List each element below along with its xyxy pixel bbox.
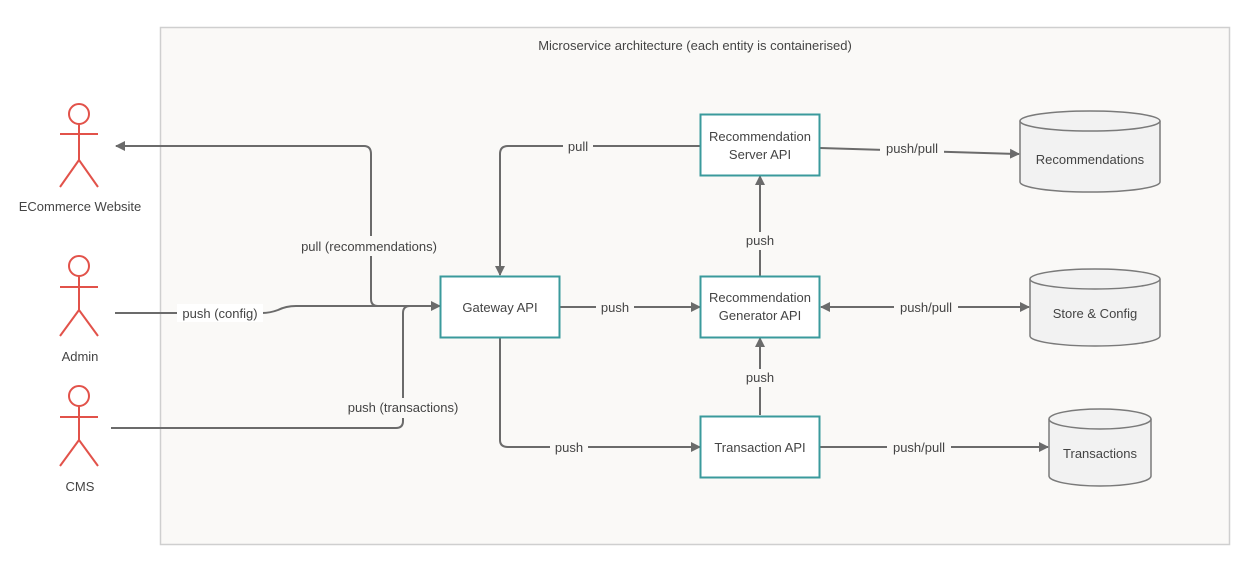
- label-gateway-generator: push: [601, 300, 629, 315]
- actor-admin[interactable]: Admin: [59, 255, 99, 364]
- label-push-config: push (config): [182, 306, 257, 321]
- edge-labels: pull (recommendations) push (config) pus…: [177, 137, 958, 456]
- actor-ecommerce-icon: [59, 103, 99, 188]
- label-gateway-transaction: push: [555, 440, 583, 455]
- edge-push-config: [115, 301, 441, 314]
- edge-server-gateway: [495, 145, 700, 276]
- service-rec-generator[interactable]: Recommendation Generator API: [699, 275, 821, 339]
- actor-ecommerce-label: ECommerce Website: [19, 199, 142, 214]
- actor-admin-label: Admin: [62, 349, 99, 364]
- transaction-label: Transaction API: [714, 440, 805, 455]
- db-transactions-label: Transactions: [1063, 446, 1137, 461]
- db-transactions[interactable]: Transactions: [1048, 408, 1152, 487]
- db-store-config[interactable]: Store & Config: [1029, 268, 1161, 347]
- db-recommendations[interactable]: Recommendations: [1019, 110, 1161, 193]
- rec-generator-label-line2: Generator API: [719, 308, 801, 323]
- actor-cms-icon: [59, 385, 99, 467]
- label-push-transactions: push (transactions): [348, 400, 459, 415]
- rec-server-label-line2: Server API: [729, 147, 791, 162]
- actor-ecommerce[interactable]: ECommerce Website: [19, 103, 142, 214]
- gateway-label: Gateway API: [462, 300, 537, 315]
- db-store-config-label: Store & Config: [1053, 306, 1138, 321]
- label-server-gateway: pull: [568, 139, 588, 154]
- actor-cms[interactable]: CMS: [59, 385, 99, 494]
- rec-generator-label-line1: Recommendation: [709, 290, 811, 305]
- service-rec-server[interactable]: Recommendation Server API: [699, 113, 821, 177]
- label-pull-recommendations: pull (recommendations): [301, 239, 437, 254]
- label-server-db: push/pull: [886, 141, 938, 156]
- service-gateway[interactable]: Gateway API: [439, 275, 561, 339]
- actor-admin-icon: [59, 255, 99, 337]
- label-generator-db: push/pull: [900, 300, 952, 315]
- db-recommendations-label: Recommendations: [1036, 152, 1145, 167]
- label-generator-server: push: [746, 233, 774, 248]
- label-transaction-generator: push: [746, 370, 774, 385]
- actor-cms-label: CMS: [66, 479, 95, 494]
- edge-push-transactions: [111, 305, 411, 429]
- edge-gateway-transaction: [499, 337, 701, 452]
- label-transaction-db: push/pull: [893, 440, 945, 455]
- region-title: Microservice architecture (each entity i…: [538, 38, 852, 53]
- rec-server-label-line1: Recommendation: [709, 129, 811, 144]
- service-transaction[interactable]: Transaction API: [699, 415, 821, 479]
